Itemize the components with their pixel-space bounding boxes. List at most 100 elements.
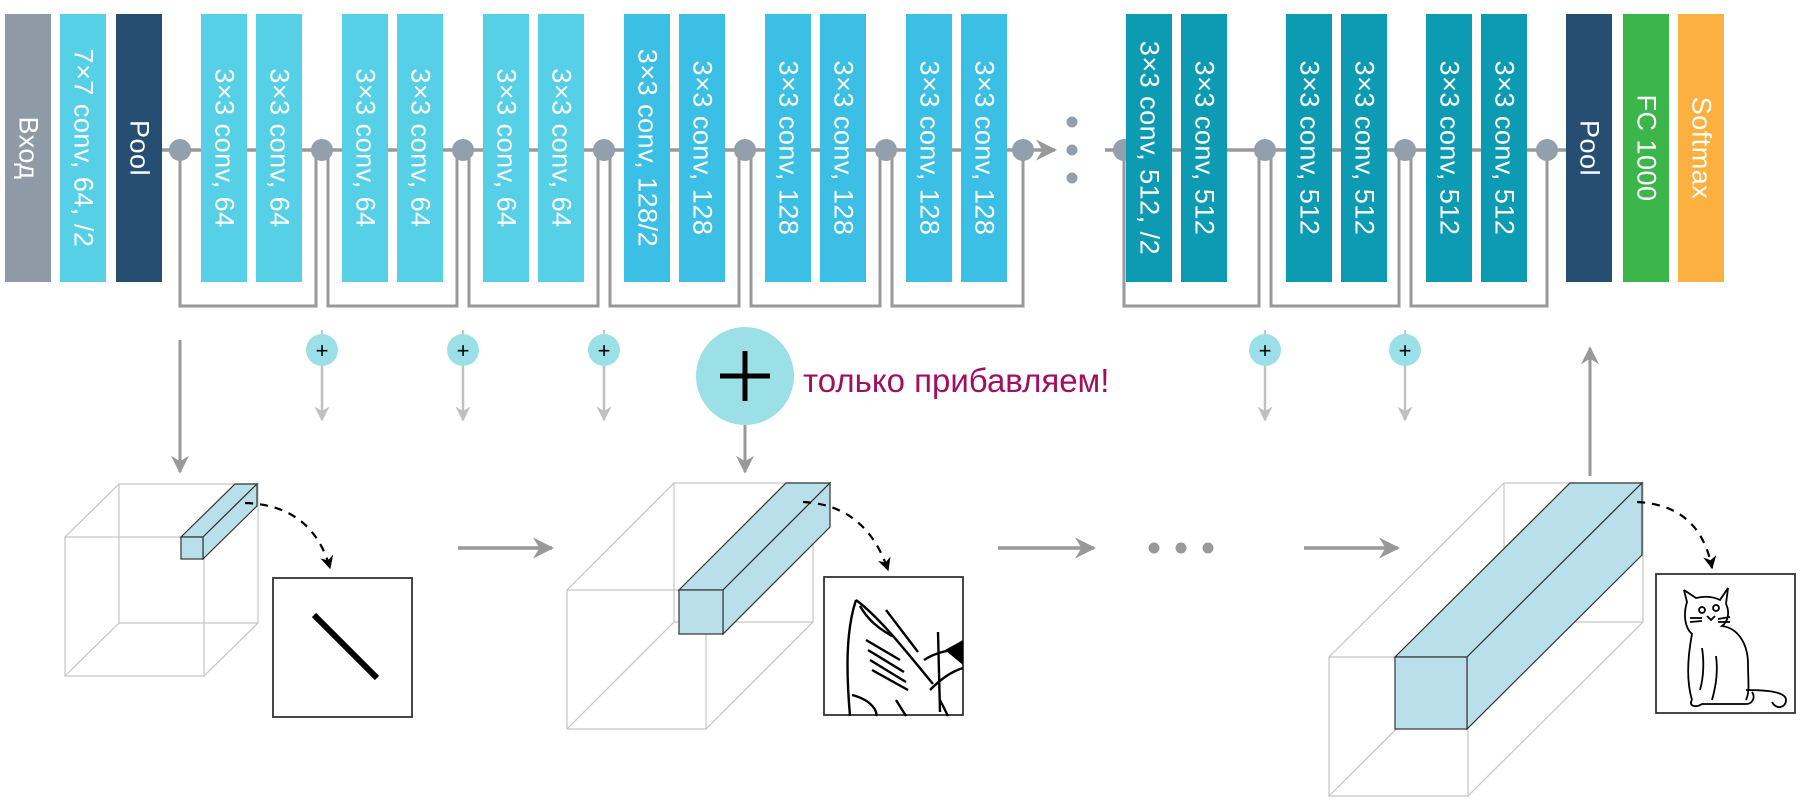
layer-label: 3×3 conv, 512 xyxy=(1294,60,1325,236)
layer-c128b: 3×3 conv, 128 xyxy=(679,14,725,282)
junction-node xyxy=(169,139,191,161)
ellipsis-dot xyxy=(1066,144,1078,156)
box-edge xyxy=(203,622,259,677)
layer-label: 3×3 conv, 128 xyxy=(914,60,945,236)
skip-connection xyxy=(890,150,1025,308)
layer-label: Pool xyxy=(124,119,155,177)
plus-sign: + xyxy=(1259,338,1272,363)
skip-connection xyxy=(749,150,882,308)
layer-label: Pool xyxy=(1574,119,1605,177)
annotation-only-add: только прибавляем! xyxy=(803,362,1110,399)
feature-map-middle xyxy=(566,481,832,730)
cat-stroke-icon xyxy=(1698,606,1706,614)
layer-pool1: Pool xyxy=(116,14,162,282)
skip-connection xyxy=(608,150,741,308)
layer-c64e: 3×3 conv, 64 xyxy=(483,14,529,282)
plus-circle-icon xyxy=(1389,334,1421,366)
residual-add: + xyxy=(588,334,620,366)
box-edge xyxy=(566,621,675,730)
ellipsis-dot xyxy=(1066,172,1078,184)
layer-input: Вход xyxy=(5,14,51,282)
cat-stroke-icon xyxy=(1699,647,1705,691)
box-edge xyxy=(64,622,120,677)
layer-c512d: 3×3 conv, 512 xyxy=(1341,14,1387,282)
ear-stroke-icon xyxy=(858,605,893,638)
box-edge xyxy=(1328,482,1505,658)
layer-c512f: 3×3 conv, 512 xyxy=(1481,14,1527,282)
layer-label: 3×3 conv, 128/2 xyxy=(632,48,663,248)
layer-c64b: 3×3 conv, 64 xyxy=(256,14,302,282)
box-edge xyxy=(566,482,675,591)
receptive-field-cat xyxy=(1655,573,1796,714)
layer-label: 3×3 conv, 512 xyxy=(1489,60,1520,236)
ear-stroke-icon xyxy=(869,658,907,684)
layer-c64d: 3×3 conv, 64 xyxy=(397,14,443,282)
plus-sign: + xyxy=(457,338,470,363)
layer-label: 3×3 conv, 64 xyxy=(491,68,522,228)
junction-node xyxy=(452,139,474,161)
ellipsis-dot xyxy=(1175,542,1187,554)
layer-label: 3×3 conv, 128 xyxy=(773,60,804,236)
residual-add: + xyxy=(1389,334,1421,366)
layer-c64f: 3×3 conv, 64 xyxy=(538,14,584,282)
ear-stroke-icon xyxy=(929,666,964,691)
cat-stroke-icon xyxy=(1745,689,1787,708)
layer-label: 3×3 conv, 512, /2 xyxy=(1134,40,1165,256)
cat-stroke-icon xyxy=(1683,587,1729,605)
layer-c512a: 3×3 conv, 512, /2 xyxy=(1126,14,1172,282)
skip-connection xyxy=(326,150,459,308)
ear-stroke-icon xyxy=(855,599,934,685)
cat-stroke-icon xyxy=(1683,589,1693,701)
residual-add: + xyxy=(447,334,479,366)
layer-c64a: 3×3 conv, 64 xyxy=(201,14,247,282)
layer-label: FC 1000 xyxy=(1631,94,1662,202)
ear-stroke-icon xyxy=(851,693,878,717)
cat-stroke-icon xyxy=(1717,616,1731,620)
layer-label: 3×3 conv, 128 xyxy=(687,60,718,236)
residual-add: + xyxy=(306,334,338,366)
layer-c128a: 3×3 conv, 128/2 xyxy=(624,14,670,282)
layer-label: 3×3 conv, 128 xyxy=(828,60,859,236)
plus-circle-icon xyxy=(447,334,479,366)
image-frame xyxy=(823,576,964,716)
layer-label: 3×3 conv, 64 xyxy=(350,68,381,228)
layer-c512e: 3×3 conv, 512 xyxy=(1426,14,1472,282)
junction-node xyxy=(311,139,333,161)
column-front xyxy=(678,589,724,635)
receptive-field-edge xyxy=(272,577,413,718)
plus-sign: + xyxy=(316,338,329,363)
ear-stroke-icon xyxy=(936,631,942,713)
layer-label: 3×3 conv, 64 xyxy=(209,68,240,228)
feature-map-early xyxy=(64,482,259,677)
receptive-field-arrow xyxy=(1636,500,1717,570)
ellipsis-dot xyxy=(1148,542,1160,554)
box-edge xyxy=(64,483,120,538)
plus-sign: + xyxy=(1399,338,1412,363)
box-back xyxy=(118,483,259,624)
column-front xyxy=(1394,656,1468,730)
layer-label: 3×3 conv, 512 xyxy=(1434,60,1465,236)
skip-connection xyxy=(1269,150,1401,308)
ear-stroke-icon xyxy=(885,609,919,653)
junction-node xyxy=(875,139,897,161)
cat-stroke-icon xyxy=(1689,620,1703,623)
plus-circle-icon xyxy=(1249,334,1281,366)
skip-connection xyxy=(1409,150,1549,308)
skip-connection xyxy=(467,150,600,308)
junction-node xyxy=(1536,139,1558,161)
image-frame xyxy=(1655,573,1796,714)
junction-node xyxy=(1394,139,1416,161)
layer-c128e: 3×3 conv, 128 xyxy=(906,14,952,282)
feature-map-late xyxy=(1328,481,1644,797)
junction-node xyxy=(1254,139,1276,161)
layer-c128c: 3×3 conv, 128 xyxy=(765,14,811,282)
residual-add-highlight xyxy=(696,327,794,425)
layer-conv7: 7×7 conv, 64, /2 xyxy=(60,14,106,282)
plus-sign: + xyxy=(598,338,611,363)
image-frame xyxy=(272,577,413,718)
skip-connection xyxy=(1122,150,1261,308)
ear-stroke-icon xyxy=(846,599,858,717)
junction-node xyxy=(593,139,615,161)
